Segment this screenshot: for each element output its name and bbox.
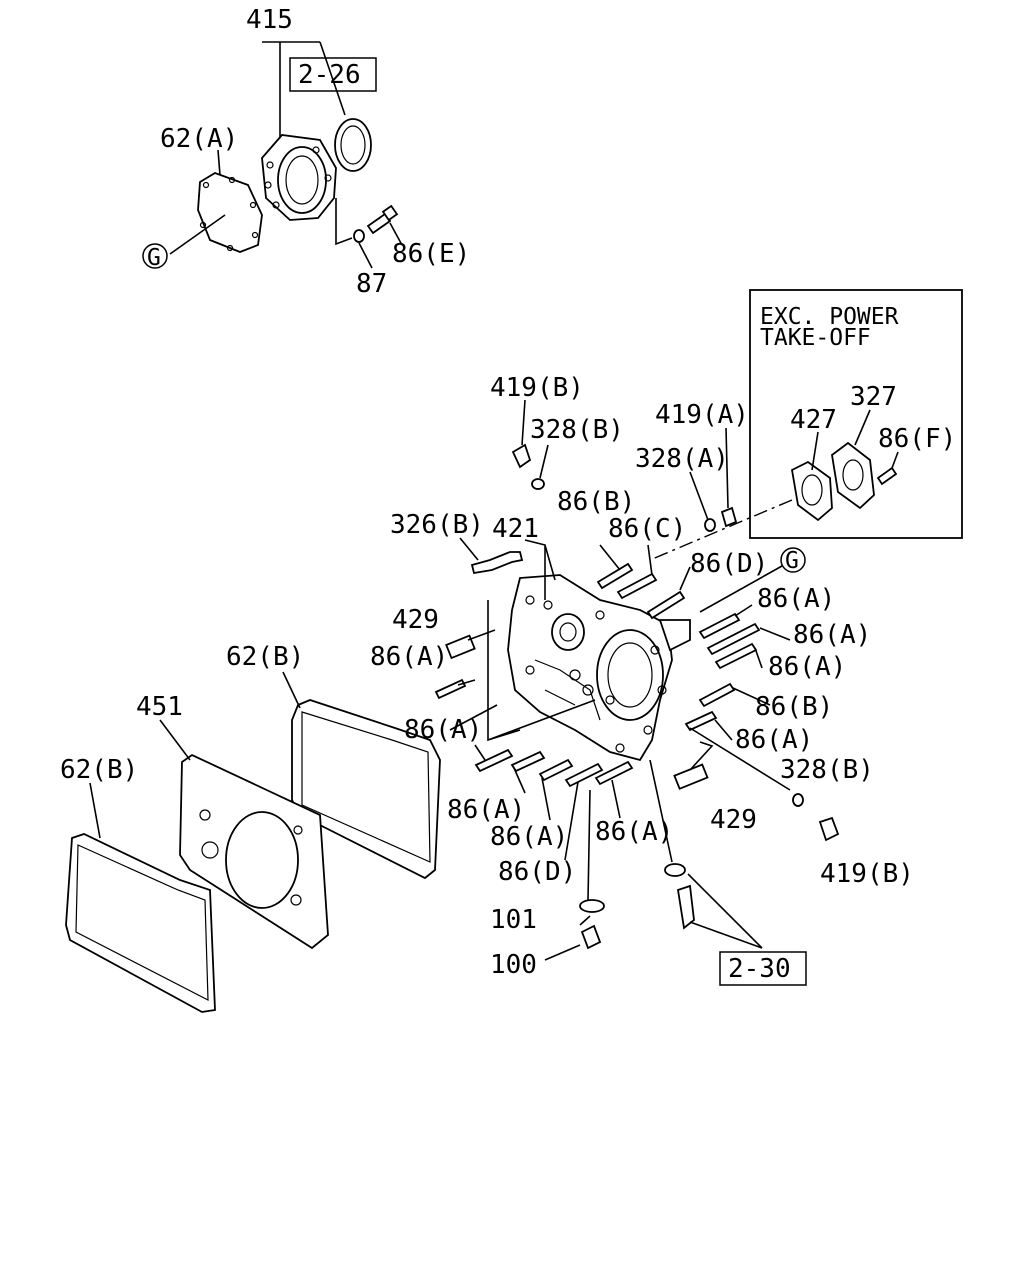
label-86d-b: 86(D) [498, 857, 576, 887]
box-title-line2: TAKE-OFF [760, 325, 871, 351]
plug-419a [720, 506, 738, 528]
ref-circle-g-top [142, 243, 168, 269]
label-86a-b2: 86(A) [490, 822, 568, 852]
label-87: 87 [356, 269, 387, 299]
case-bolts [434, 562, 761, 788]
bolt-86f [876, 466, 898, 486]
plug-100 [580, 924, 602, 950]
box-title-line1: EXC. POWER [760, 304, 899, 330]
ref-box-2-30 [719, 951, 807, 986]
ref-box-2-26 [289, 57, 377, 92]
label-86d-top: 86(D) [690, 549, 768, 579]
label-62b-mid: 62(B) [226, 642, 304, 672]
label-86a-r3: 86(A) [768, 652, 846, 682]
label-86a-l2: 86(A) [404, 715, 482, 745]
label-86b-top: 86(B) [557, 487, 635, 517]
sensor-2-30 [664, 863, 763, 949]
gasket-62a [197, 172, 263, 253]
gasket-62b-mid [291, 699, 441, 880]
ref-circle-g-mid [780, 547, 806, 573]
label-429-top: 429 [392, 605, 439, 635]
extension-housing [261, 134, 337, 221]
label-g-top: G [147, 245, 161, 271]
transmission-case [507, 574, 691, 762]
oring-328b-top [531, 478, 545, 490]
label-326b: 326(B) [390, 510, 484, 540]
label-100: 100 [490, 950, 537, 980]
gasket-427 [791, 460, 833, 522]
label-419a: 419(A) [655, 400, 749, 430]
leader-lines [449, 544, 791, 926]
label-451: 451 [136, 692, 183, 722]
seal-ring [334, 118, 372, 172]
plug-419b-top [511, 399, 532, 469]
pin-429-bottom [673, 763, 709, 790]
label-86a-b3: 86(A) [595, 817, 673, 847]
label-86a-b1: 86(A) [447, 795, 525, 825]
washer-101 [579, 899, 605, 913]
label-g-mid: G [785, 548, 799, 574]
plate-451 [179, 753, 329, 950]
label-328b-r: 328(B) [780, 755, 874, 785]
oring-328b-right [792, 793, 804, 807]
label-327: 327 [850, 382, 897, 412]
cover-327 [831, 441, 875, 510]
label-62b-left: 62(B) [60, 755, 138, 785]
label-421: 421 [492, 514, 539, 544]
plug-419b-right [818, 816, 840, 842]
label-62a: 62(A) [160, 124, 238, 154]
label-86f: 86(F) [878, 424, 956, 454]
oring-328a [704, 518, 716, 532]
washer-87 [353, 229, 365, 243]
label-86a-r2: 86(A) [793, 620, 871, 650]
label-86a-r4: 86(A) [735, 725, 813, 755]
label-2-26: 2-26 [298, 60, 361, 90]
label-86e: 86(E) [392, 239, 470, 269]
label-2-30: 2-30 [728, 954, 791, 984]
gasket-62b-left [65, 833, 216, 1013]
label-86a-r1: 86(A) [757, 584, 835, 614]
label-101: 101 [490, 905, 537, 935]
label-429-b: 429 [710, 805, 757, 835]
label-419b-top: 419(B) [490, 373, 584, 403]
label-86c: 86(C) [608, 514, 686, 544]
label-427: 427 [790, 405, 837, 435]
label-86a-l1: 86(A) [370, 642, 448, 672]
label-419b-r: 419(B) [820, 859, 914, 889]
label-328b-top: 328(B) [530, 415, 624, 445]
label-328a: 328(A) [635, 444, 729, 474]
pin-429-top [445, 634, 476, 660]
label-415: 415 [246, 5, 293, 35]
label-86b-r: 86(B) [755, 692, 833, 722]
hose-326b [470, 551, 524, 575]
bolt-86e [366, 204, 399, 235]
pto-box [749, 289, 963, 539]
top-assembly [169, 41, 403, 269]
